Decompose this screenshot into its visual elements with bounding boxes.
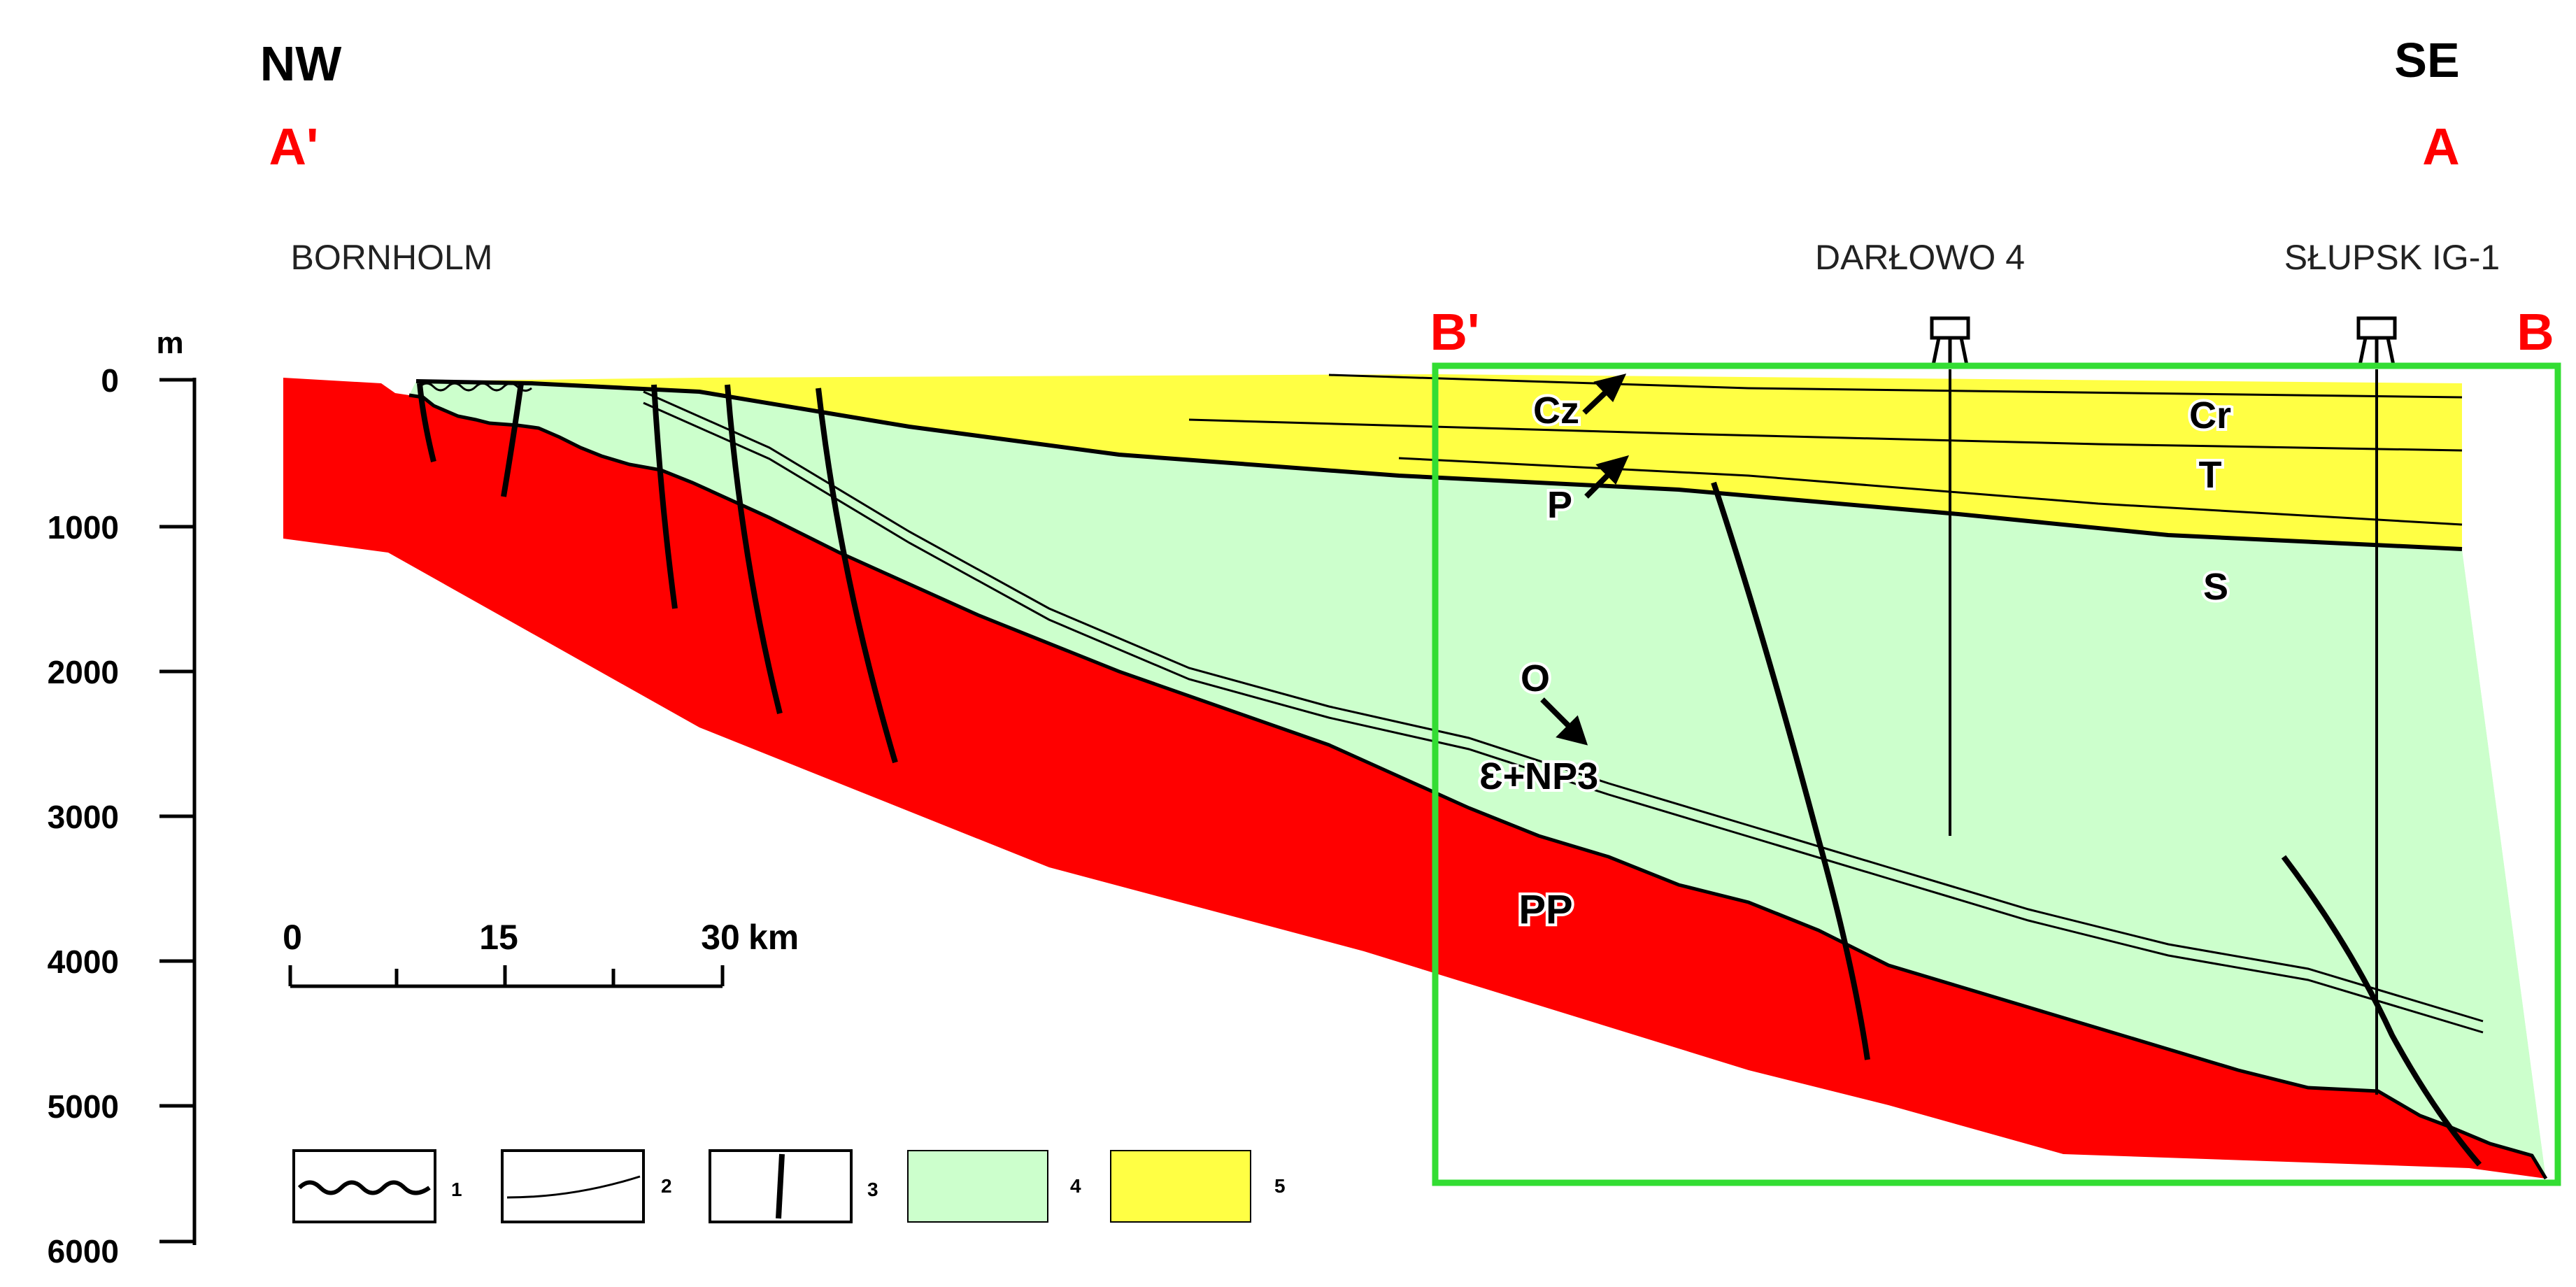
drilling-rig-icon	[2356, 316, 2397, 366]
depth-tick-label: 4000	[48, 944, 119, 980]
cover-boundary-p-t	[1398, 457, 2463, 526]
label-arrow	[1540, 697, 1588, 746]
legend-label: 1	[451, 1179, 462, 1200]
detail-area-frame	[1432, 362, 2561, 1186]
legend-label: 5	[1274, 1175, 1286, 1197]
fault-line	[501, 383, 524, 497]
legend-label: 2	[661, 1175, 672, 1197]
fault-line	[816, 387, 898, 764]
location-bornholm: BORNHOLM	[291, 238, 493, 277]
label-arrow	[1584, 455, 1630, 499]
scale-tick-label: 0	[283, 918, 302, 957]
drilling-rig-icon	[1930, 316, 1970, 366]
legend: 1 2 3 4 5	[292, 1149, 1286, 1223]
depth-tick-label: 0	[101, 362, 119, 399]
legend-fault-line-icon	[776, 1153, 785, 1219]
unit-label-pp: PP	[1518, 887, 1572, 932]
inset-end-b: B	[2517, 303, 2554, 361]
fault-line	[417, 383, 436, 462]
legend-curve-line-icon	[506, 1175, 641, 1199]
cover-boundary-cr-cz	[1328, 374, 2463, 399]
cover-base-unconformity	[415, 379, 2463, 551]
unit-label-t: T	[2199, 454, 2222, 496]
ordovician-layer-top	[643, 390, 2484, 1023]
depth-tick-label: 6000	[48, 1233, 119, 1270]
legend-swatch-green	[907, 1150, 1048, 1223]
orientation-nw: NW	[260, 36, 342, 91]
orientation-se: SE	[2394, 33, 2459, 87]
cover-base-wavy	[418, 382, 532, 392]
paleozoic-green-unit	[409, 381, 2546, 1179]
fault-line	[725, 384, 783, 714]
label-arrow	[1582, 374, 1627, 415]
fault-line	[2281, 855, 2482, 1167]
location-darlowo: DARŁOWO 4	[1815, 238, 2025, 277]
scale-tick-label: 30	[701, 918, 740, 957]
scale-bar	[288, 965, 725, 988]
unit-label-p: P	[1547, 484, 1572, 526]
basement-top-unconformity	[408, 393, 2548, 1180]
legend-swatch-unconformity	[292, 1149, 436, 1223]
unit-label-cr: Cr	[2189, 394, 2231, 436]
section-end-a-prime: A'	[269, 118, 318, 176]
unit-label-s: S	[2203, 566, 2228, 608]
scale-tick-label: 15	[479, 918, 518, 957]
unit-label-cambrian: Ɛ+NP3	[1479, 755, 1598, 797]
unit-label-o: O	[1521, 657, 1550, 699]
location-slupsk: SŁUPSK IG-1	[2284, 238, 2500, 277]
depth-tick-label: 1000	[48, 509, 119, 546]
section-end-wedge	[2462, 383, 2546, 1179]
legend-swatch-boundary	[501, 1149, 645, 1223]
ordovician-layer-bottom	[643, 401, 2484, 1034]
depth-tick-label: 3000	[48, 799, 119, 835]
unit-label-cz: Cz	[1533, 390, 1579, 432]
legend-swatch-yellow	[1110, 1150, 1251, 1223]
fault-line	[651, 384, 678, 609]
legend-wavy-line-icon	[297, 1180, 431, 1195]
legend-label: 4	[1070, 1175, 1081, 1197]
unit-labels: Cz Cr T P S O Ɛ+NP3 PP	[1476, 387, 2234, 935]
scale-unit-label: km	[748, 918, 799, 957]
depth-axis	[159, 378, 197, 1245]
depth-tick-label: 2000	[48, 654, 119, 690]
depth-axis-unit: m	[156, 326, 183, 360]
inset-end-b-prime: B'	[1430, 303, 1479, 361]
legend-label: 3	[867, 1179, 878, 1200]
depth-tick-label: 5000	[48, 1088, 119, 1125]
fault-line	[1711, 481, 1870, 1060]
section-end-a: A	[2422, 118, 2459, 176]
